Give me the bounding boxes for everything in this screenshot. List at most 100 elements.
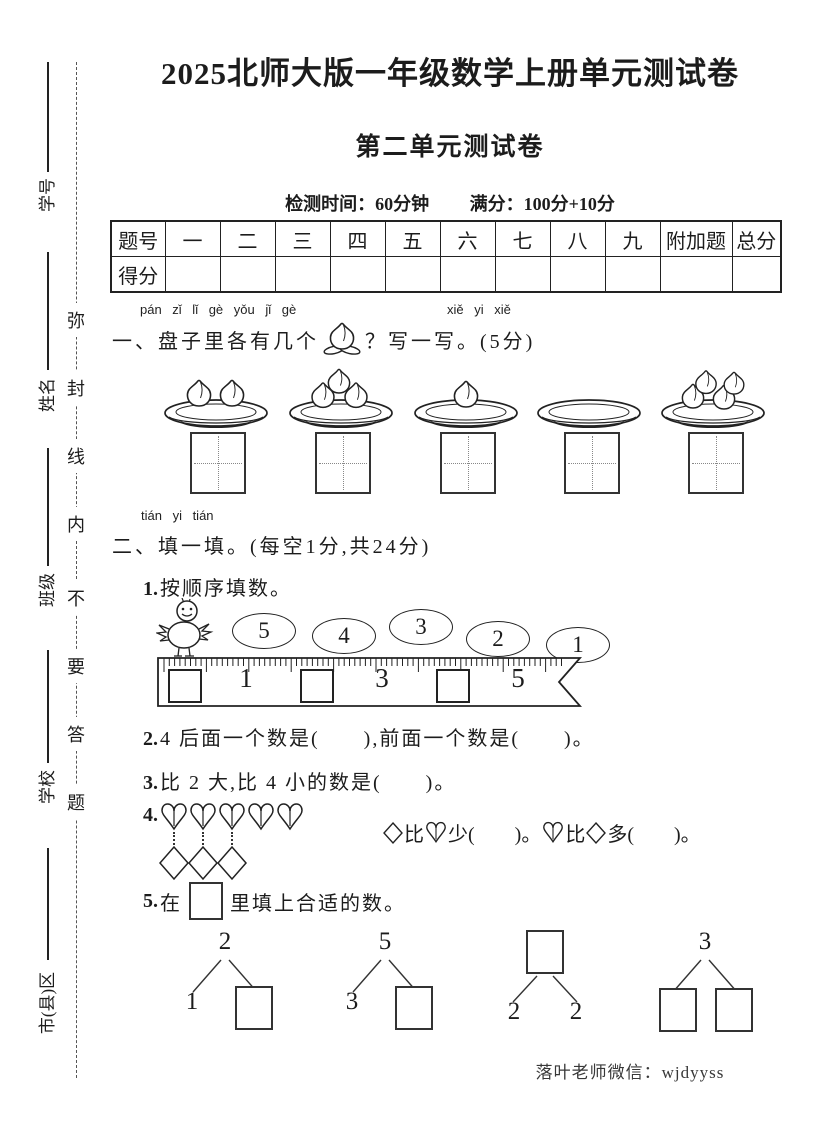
score-col-header: 一 — [164, 220, 221, 257]
diamond-icon — [586, 821, 607, 844]
heart-icon — [161, 803, 187, 831]
seal-char: 不 — [66, 581, 86, 615]
score-col-header: 八 — [549, 220, 606, 257]
heart-icon — [219, 803, 245, 831]
bond-value: 2 — [507, 998, 521, 1025]
seal-char: 线 — [66, 439, 86, 473]
inline-answer-box[interactable] — [189, 882, 223, 920]
score-input-cell[interactable] — [731, 256, 782, 293]
plate-image — [534, 368, 644, 432]
exam-info: 检测时间：60分钟 满分：100分+10分 — [110, 190, 790, 216]
heart-icon — [426, 821, 446, 843]
hearts-row — [160, 802, 305, 837]
seal-char: 内 — [66, 507, 86, 541]
seal-char: 封 — [66, 371, 86, 405]
answer-grid-box[interactable] — [688, 432, 744, 494]
heart-icon — [277, 803, 303, 831]
exam-time: 检测时间：60分钟 — [285, 194, 430, 214]
score-col-header: 附加题 — [659, 220, 733, 257]
score-col-header: 三 — [274, 220, 331, 257]
page-title: 2025北师大版一年级数学上册单元测试卷 — [161, 56, 739, 91]
number-oval: 2 — [466, 621, 530, 657]
plate-image — [658, 368, 768, 432]
seal-char: 弥 — [66, 303, 86, 337]
q1-text-before: 一、盘子里各有几个 — [112, 330, 319, 353]
score-input-cell[interactable] — [274, 256, 331, 293]
seal-line — [76, 62, 77, 1078]
plate-icon — [164, 379, 268, 428]
plate-icon — [537, 399, 641, 428]
score-col-header: 五 — [384, 220, 441, 257]
bond-value: 5 — [378, 928, 392, 955]
match-dotted-line — [202, 832, 204, 845]
bond-value: 1 — [185, 988, 199, 1015]
score-input-cell[interactable] — [549, 256, 606, 293]
q2-sub2: 2.4 后面一个数是( ),前面一个数是( )。 — [143, 722, 595, 751]
q2-sub4-text: 比 — [404, 824, 424, 846]
score-col-header: 九 — [604, 220, 661, 257]
ruler-answer-box[interactable] — [436, 669, 470, 703]
q2-sub3: 3.比 2 大,比 4 小的数是( )。 — [143, 766, 456, 795]
plate-icon — [414, 380, 518, 428]
score-input-cell[interactable] — [659, 256, 733, 293]
margin-blank-line — [47, 650, 49, 763]
score-table: 题号 一 二 三 四 五 六 七 八 九 附加题 总分 得分 — [110, 220, 782, 293]
plate-image — [411, 368, 521, 432]
bond-answer-box[interactable] — [715, 988, 753, 1032]
q2-sub4-text: 少( )。 — [448, 824, 542, 846]
margin-blank-line — [47, 848, 49, 960]
score-input-cell[interactable] — [329, 256, 386, 293]
q2-sub1-text: 按顺序填数。 — [160, 578, 292, 600]
margin-label-student-number: 学号 — [38, 178, 57, 212]
diamond-icon — [188, 845, 218, 881]
number-oval: 1 — [546, 627, 610, 663]
bond-value: 2 — [218, 928, 232, 955]
score-table-corner: 题号 — [110, 220, 166, 257]
score-col-header: 四 — [329, 220, 386, 257]
q2-sub4-text: 比 — [565, 824, 586, 846]
score-input-cell[interactable] — [164, 256, 221, 293]
ruler-answer-box[interactable] — [300, 669, 334, 703]
ruler-answer-box[interactable] — [168, 669, 202, 703]
answer-grid-box[interactable] — [315, 432, 371, 494]
answer-grid-box[interactable] — [190, 432, 246, 494]
number-oval: 5 — [232, 613, 296, 649]
seal-char: 答 — [66, 717, 86, 751]
chick-icon — [156, 598, 214, 657]
footer-watermark: 落叶老师微信：wjdyyss — [535, 1063, 725, 1082]
margin-label-school: 学校 — [38, 770, 57, 804]
bond-answer-box[interactable] — [659, 988, 697, 1032]
score-input-cell[interactable] — [219, 256, 276, 293]
ruler-number: 1 — [239, 663, 253, 693]
margin-blank-line — [47, 62, 49, 172]
q2-sub4-text: 多( )。 — [607, 824, 701, 846]
bond-answer-box[interactable] — [395, 986, 433, 1030]
q2-sub5-text: 里填上合适的数。 — [230, 892, 406, 915]
score-col-header: 六 — [439, 220, 496, 257]
bond-answer-box[interactable] — [526, 930, 564, 974]
peach-icon — [323, 322, 361, 355]
answer-grid-box[interactable] — [564, 432, 620, 494]
score-col-header: 总分 — [731, 220, 782, 257]
q2-sub4: 4. — [143, 804, 160, 827]
score-input-cell[interactable] — [439, 256, 496, 293]
score-row-label: 得分 — [110, 256, 166, 293]
heart-icon — [190, 803, 216, 831]
match-dotted-line — [231, 832, 233, 845]
q1-pinyin-write: xiě yi xiě — [447, 302, 511, 317]
score-input-cell[interactable] — [494, 256, 551, 293]
q2-sub5: 5.在里填上合适的数。 — [143, 882, 406, 920]
plate-icon — [661, 370, 765, 428]
q2-sub2-text: 4 后面一个数是( ),前面一个数是( )。 — [160, 728, 595, 750]
answer-grid-box[interactable] — [440, 432, 496, 494]
diamonds-row — [158, 832, 278, 881]
q2-sub3-number: 3. — [143, 772, 158, 794]
q2-sub2-number: 2. — [143, 728, 158, 750]
bond-answer-box[interactable] — [235, 986, 273, 1030]
q1-heading: 一、盘子里各有几个 ？写一写。(5分) — [112, 322, 535, 356]
score-input-cell[interactable] — [384, 256, 441, 293]
score-input-cell[interactable] — [604, 256, 661, 293]
number-bond: 3 — [657, 928, 753, 1032]
